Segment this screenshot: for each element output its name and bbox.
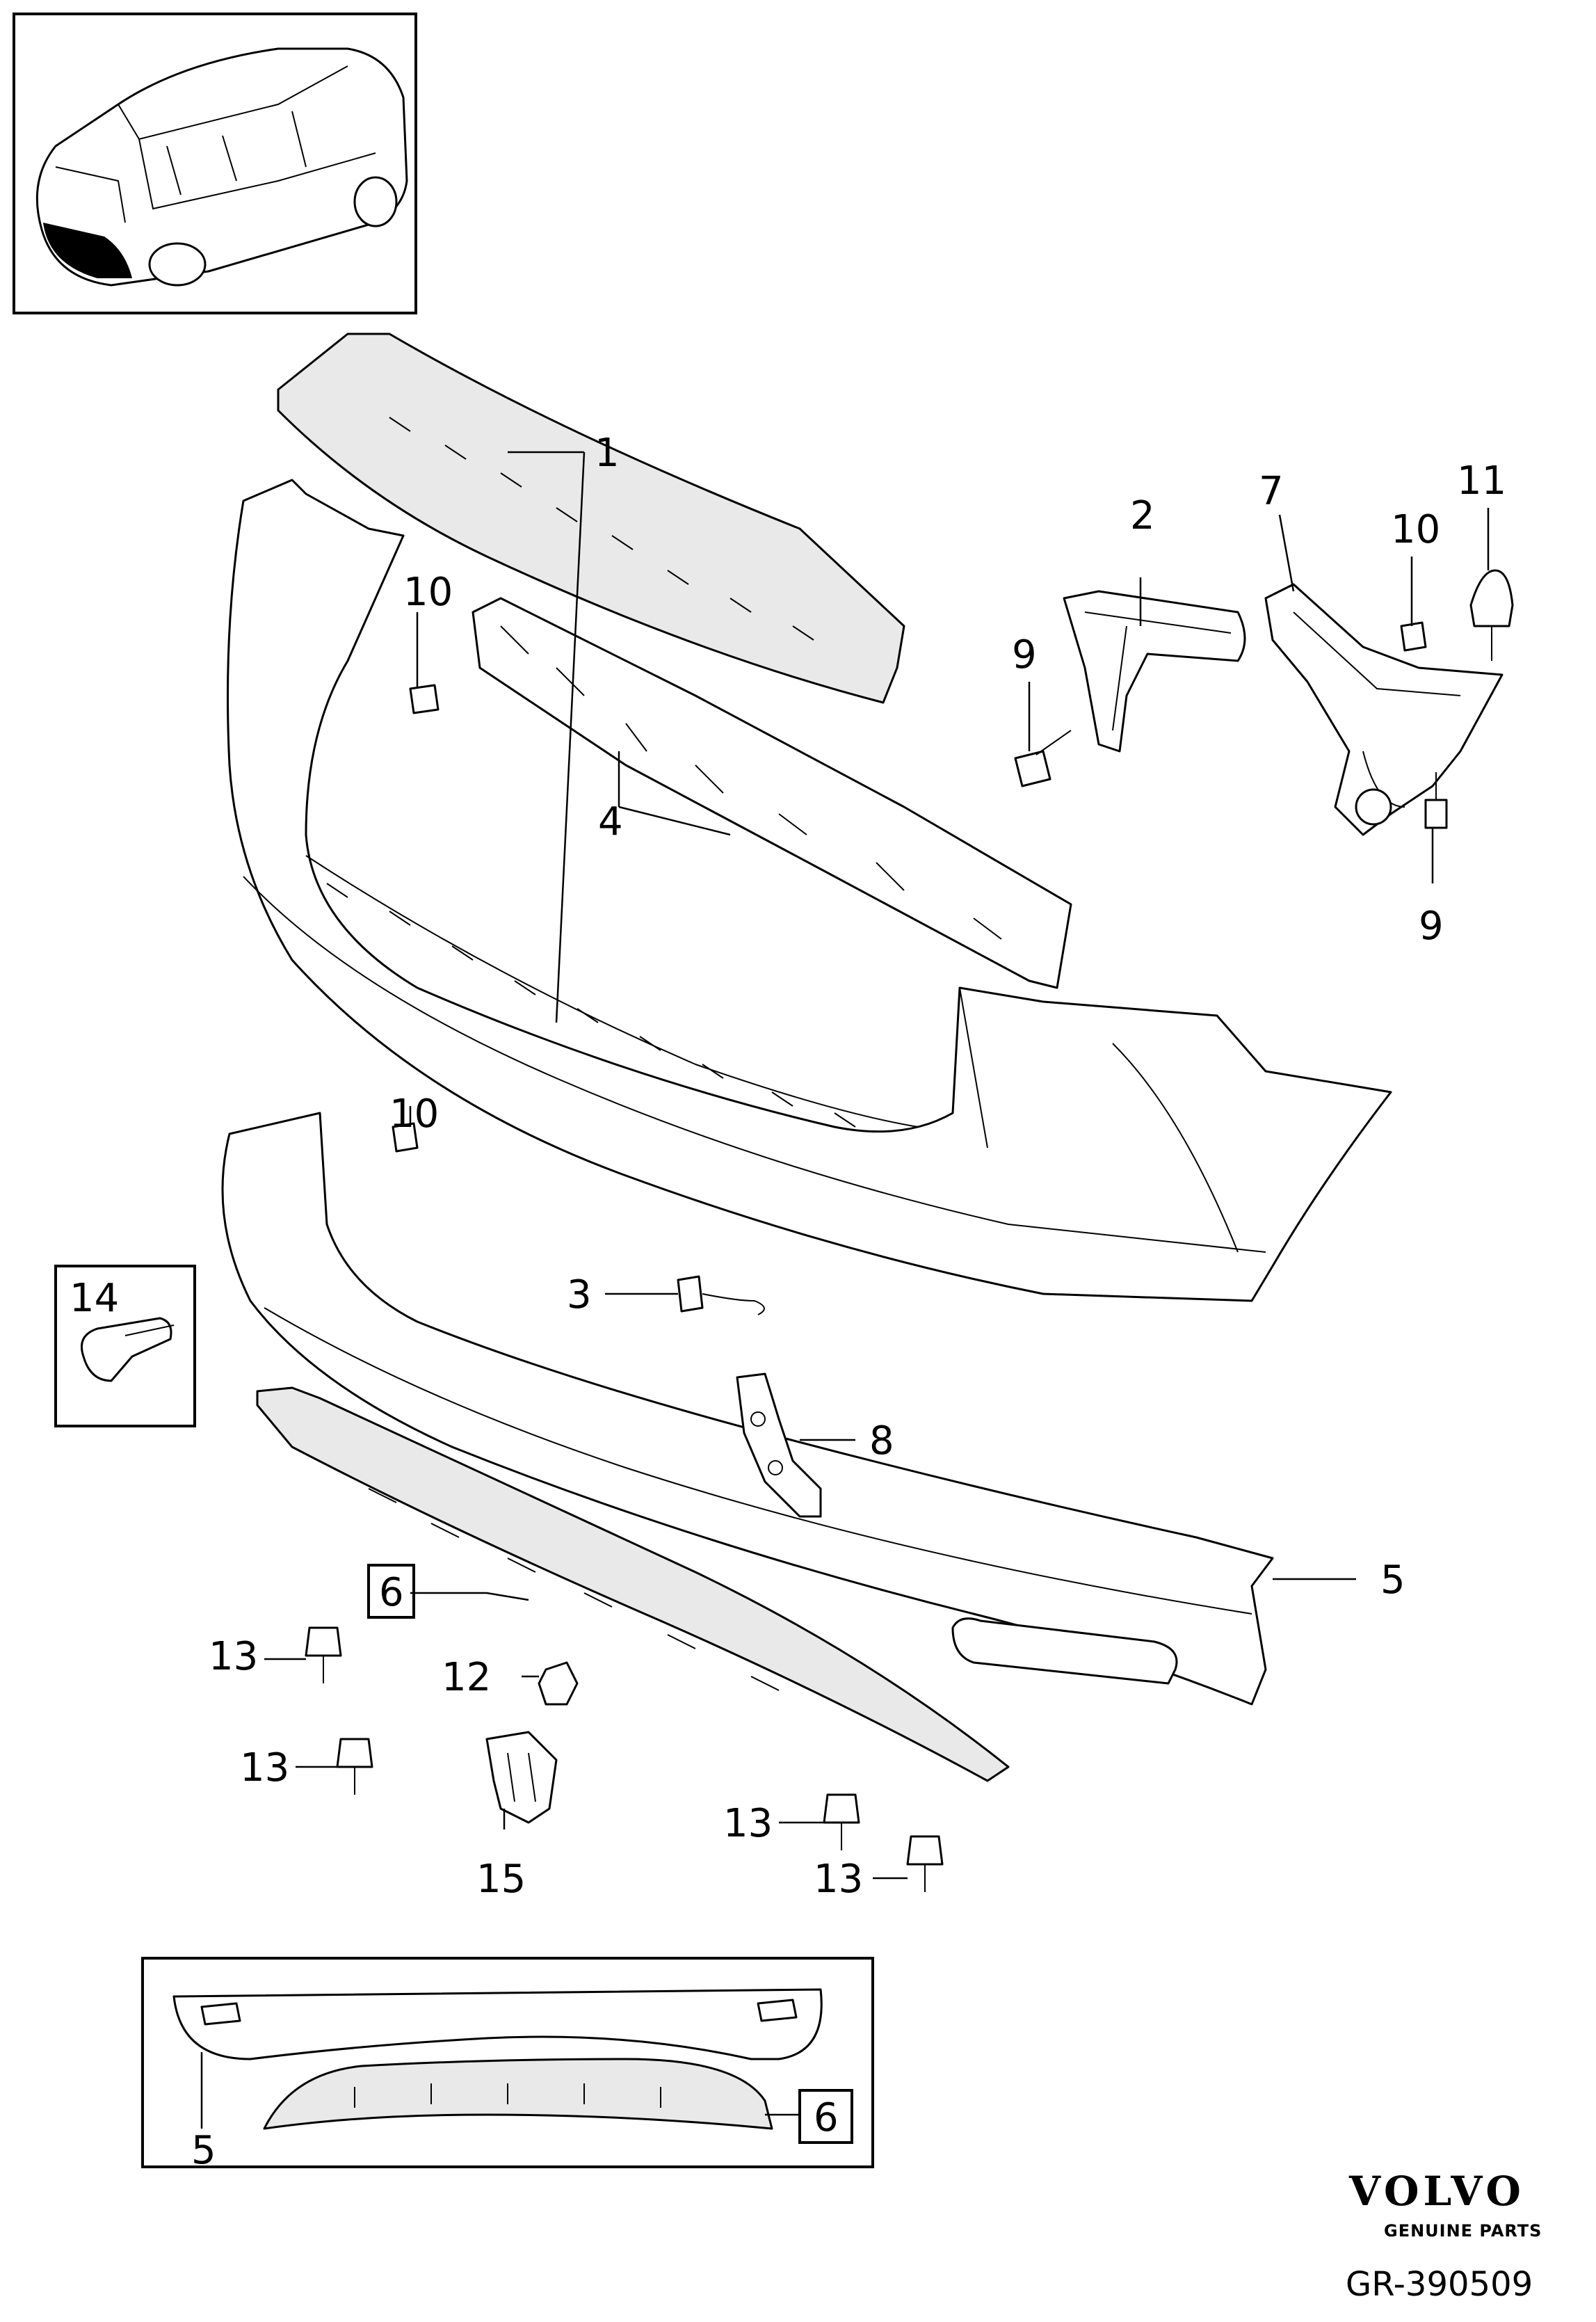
part-5-lower-bumper [221,1112,1274,1706]
part-7-side-bracket [1264,583,1504,836]
brand-name: VOLVO [1348,2168,1525,2215]
callout-10-c: 10 [389,1091,439,1137]
part-13-fastener-c [823,1793,860,1850]
part-13-fastener-a [305,1626,342,1683]
diagram-reference: GR-390509 [1346,2265,1533,2304]
callouts: 1 2 7 11 10 10 9 4 9 10 3 8 5 12 13 13 1… [70,431,1506,2173]
callout-10-b: 10 [1391,507,1440,552]
bumper-cover-upper [227,479,1392,1302]
callout-13-d: 13 [814,1857,863,1902]
callout-13-c: 13 [723,1801,773,1846]
callout-11: 11 [1457,458,1506,504]
callout-8: 8 [869,1418,894,1464]
callout-14: 14 [70,1276,119,1321]
part-10-clip-c [392,1122,419,1153]
callout-2: 2 [1130,493,1155,538]
boxed-callout-6-inset: 6 [798,2089,853,2144]
callout-5: 5 [1380,1558,1405,1603]
part-4-absorber [471,597,1072,989]
part-10-clip-a [409,684,440,714]
callout-3: 3 [567,1272,592,1318]
boxed-callout-6: 6 [367,1564,415,1619]
callout-10-a: 10 [403,570,453,615]
callout-9-a: 9 [1012,632,1037,678]
part-9-bolt-b [1424,772,1448,829]
vehicle-thumbnail [13,13,417,314]
callout-13-a: 13 [209,1634,258,1679]
part-11-clip [1469,569,1514,661]
part-15-clip [485,1731,558,1824]
variant-inset [141,1957,874,2168]
part-2-side-bracket [1063,590,1246,753]
callout-1: 1 [595,431,620,476]
car-rear-quarter-icon [35,47,408,287]
callout-9-b: 9 [1419,904,1444,949]
part-1-sill-trim [277,333,905,704]
leader-lines [200,451,1490,2129]
callout-6: 6 [379,1570,404,1615]
callout-5-inset: 5 [191,2128,216,2173]
callout-4: 4 [598,799,623,844]
callout-12: 12 [442,1655,491,1700]
callout-6-inset: 6 [814,2095,839,2140]
part-9-bolt-a [1014,730,1072,787]
volvo-logo: VOLVO GENUINE PARTS [1348,2168,1542,2241]
part-13-fastener-b [336,1738,373,1795]
push-clip-icon [81,1317,175,1382]
part-10-clip-b [1400,621,1427,652]
callout-13-b: 13 [240,1745,289,1791]
part-8-bracket [736,1372,822,1518]
part-3-tow-cover [677,1275,765,1315]
callout-7: 7 [1259,469,1284,514]
part-13-fastener-d [906,1835,944,1892]
part-12-nut [538,1661,579,1706]
part-6-diffuser [256,1386,1010,1782]
part-14-box [54,1265,196,1427]
callout-15: 15 [476,1857,526,1902]
brand-tagline: GENUINE PARTS [1384,2221,1542,2241]
